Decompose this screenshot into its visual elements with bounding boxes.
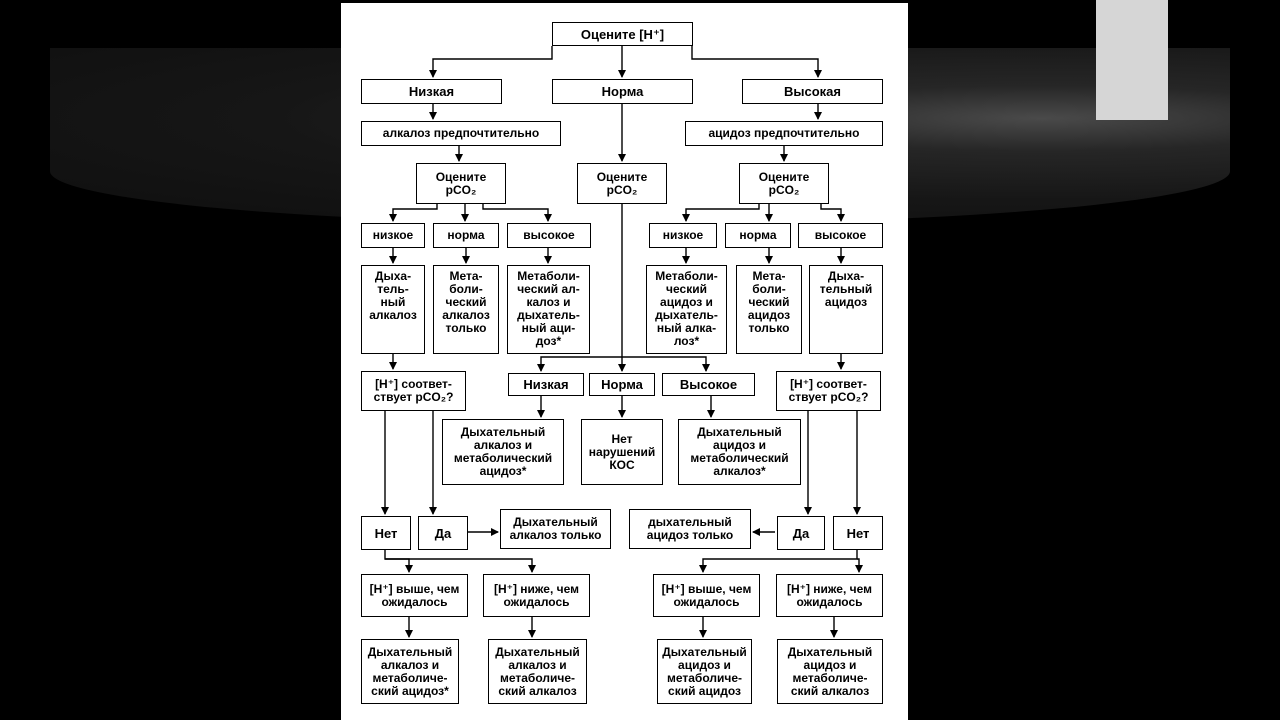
node-alkalosis-preferred: алкалоз предпочтительно bbox=[361, 121, 561, 146]
node-left-h-matches-pco2: [H⁺] соответ- ствует pCO₂? bbox=[361, 371, 466, 411]
node-left-yes: Да bbox=[418, 516, 468, 550]
node-met-acidosis-only: Мета- боли- ческий ацидоз только bbox=[736, 265, 802, 354]
node-mid-h-norm: Норма bbox=[589, 373, 655, 396]
node-met-alkalosis-only: Мета- боли- ческий алкалоз только bbox=[433, 265, 499, 354]
node-mid-h-high: Высокое bbox=[662, 373, 755, 396]
node-right-pco2-norm: норма bbox=[725, 223, 791, 248]
node-h-norm: Норма bbox=[552, 79, 693, 104]
node-right-h-higher: [H⁺] выше, чем ожидалось bbox=[653, 574, 760, 617]
node-no-disorder: Нет нарушений КОС bbox=[581, 419, 663, 485]
node-resp-alkalosis: Дыха- тель- ный алкалоз bbox=[361, 265, 425, 354]
node-right-no: Нет bbox=[833, 516, 883, 550]
node-assess-pco2-left: Оцените pCO₂ bbox=[416, 163, 506, 204]
node-h-high: Высокая bbox=[742, 79, 883, 104]
slide-thumbnail[interactable] bbox=[1096, 0, 1168, 120]
node-h-low: Низкая bbox=[361, 79, 502, 104]
node-left-h-lower: [H⁺] ниже, чем ожидалось bbox=[483, 574, 590, 617]
node-resp-acidosis: Дыха- тельный ацидоз bbox=[809, 265, 883, 354]
node-resp-acidosis-only: дыхательный ацидоз только bbox=[629, 509, 751, 549]
node-met-alk-resp-acid: Метаболи- ческий ал- калоз и дыхатель- н… bbox=[507, 265, 590, 354]
node-right-pco2-low: низкое bbox=[649, 223, 717, 248]
node-resp-acid-met-alk: Дыхательный ацидоз и метаболический алка… bbox=[678, 419, 801, 485]
node-left-h-higher: [H⁺] выше, чем ожидалось bbox=[361, 574, 468, 617]
node-final-resp-acid-met-acid: Дыхательный ацидоз и метаболиче- ский ац… bbox=[657, 639, 752, 704]
connector-lines bbox=[381, 46, 863, 638]
node-assess-h: Оцените [H⁺] bbox=[552, 22, 693, 46]
node-assess-pco2-right: Оцените pCO₂ bbox=[739, 163, 829, 204]
node-met-acid-resp-alk: Метаболи- ческий ацидоз и дыхатель- ный … bbox=[646, 265, 727, 354]
node-right-pco2-high: высокое bbox=[798, 223, 883, 248]
node-right-yes: Да bbox=[777, 516, 825, 550]
node-left-no: Нет bbox=[361, 516, 411, 550]
node-resp-alkalosis-only: Дыхательный алкалоз только bbox=[500, 509, 611, 549]
node-final-resp-alk-met-acid: Дыхательный алкалоз и метаболиче- ский а… bbox=[361, 639, 459, 704]
node-mid-h-low: Низкая bbox=[508, 373, 584, 396]
node-right-h-lower: [H⁺] ниже, чем ожидалось bbox=[776, 574, 883, 617]
node-final-resp-alk-met-alk: Дыхательный алкалоз и метаболиче- ский а… bbox=[488, 639, 587, 704]
flowchart-sheet: Оцените [H⁺] Низкая Норма Высокая алкало… bbox=[341, 3, 908, 720]
node-acidosis-preferred: ацидоз предпочтительно bbox=[685, 121, 883, 146]
node-final-resp-acid-met-alk: Дыхательный ацидоз и метаболиче- ский ал… bbox=[777, 639, 883, 704]
node-left-pco2-low: низкое bbox=[361, 223, 425, 248]
node-left-pco2-high: высокое bbox=[507, 223, 591, 248]
node-resp-alk-met-acid: Дыхательный алкалоз и метаболический аци… bbox=[442, 419, 564, 485]
node-right-h-matches-pco2: [H⁺] соответ- ствует pCO₂? bbox=[776, 371, 881, 411]
node-left-pco2-norm: норма bbox=[433, 223, 499, 248]
node-assess-pco2-middle: Оцените pCO₂ bbox=[577, 163, 667, 204]
